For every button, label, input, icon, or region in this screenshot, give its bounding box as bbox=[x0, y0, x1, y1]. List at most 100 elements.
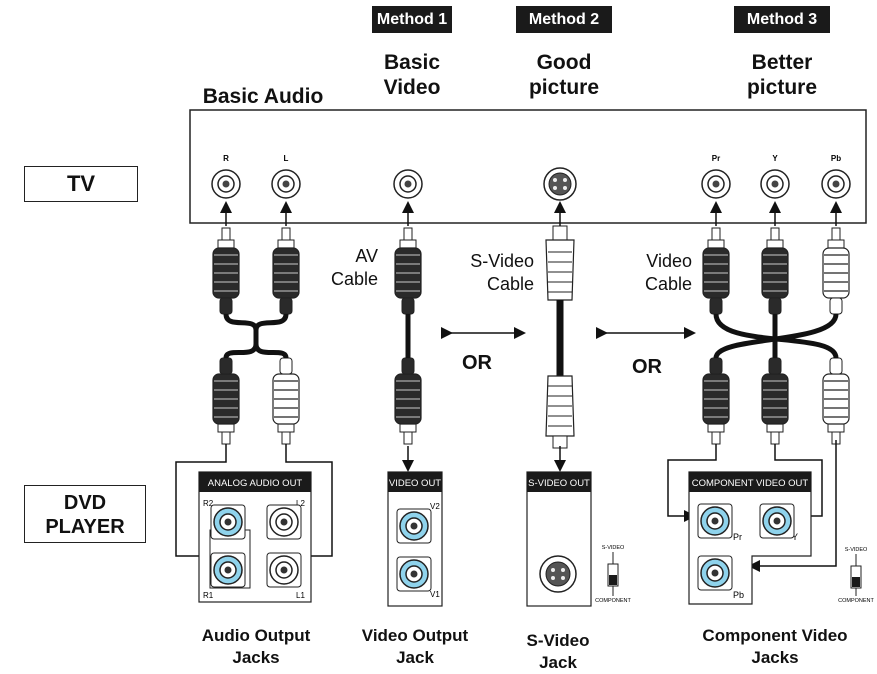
av-cable-line1: AV bbox=[355, 246, 378, 266]
analog-label-r1: R1 bbox=[203, 591, 214, 600]
plug-comp-pr-top bbox=[702, 227, 730, 315]
switch-1-top-label: S-VIDEO bbox=[602, 545, 625, 551]
tv-jack-label-pr: Pr bbox=[712, 154, 720, 163]
or-label-1: OR bbox=[462, 352, 492, 374]
dvd-jack-pr bbox=[697, 503, 733, 539]
component-connector-line-y bbox=[774, 444, 823, 522]
dvd-jack-v2 bbox=[396, 508, 432, 544]
component-label-y: Y bbox=[792, 532, 798, 542]
switch-2-bottom-label: COMPONENT bbox=[838, 598, 874, 604]
method-1-line2: Video bbox=[383, 76, 441, 99]
video-label-v1: V1 bbox=[430, 590, 440, 599]
dvd-jack-r2 bbox=[210, 504, 246, 540]
method-1-tag: Method 1 bbox=[372, 6, 452, 33]
audio-caption-line2: Jacks bbox=[232, 648, 280, 667]
tv-jack-pb bbox=[821, 169, 851, 199]
tv-panel bbox=[189, 109, 867, 224]
method-2-line1: Good bbox=[536, 51, 592, 74]
plug-comp-pr-bottom bbox=[702, 357, 730, 445]
component-caption-line2: Jacks bbox=[751, 648, 799, 667]
component-label-pr: Pr bbox=[733, 532, 742, 542]
av-cable-line2: Cable bbox=[330, 269, 378, 289]
method-1-heading: Basic Video bbox=[362, 50, 462, 100]
dvd-jack-v1 bbox=[396, 556, 432, 592]
svideo-jack-caption: S-Video Jack bbox=[508, 630, 608, 674]
svideo-caption-line2: Jack bbox=[539, 653, 577, 672]
dvd-jack-l1 bbox=[266, 552, 302, 588]
tv-jack-l bbox=[271, 169, 301, 199]
audio-cable-wire-r bbox=[223, 313, 259, 359]
svideo-panel-title: S-VIDEO OUT bbox=[528, 478, 590, 489]
analog-label-l1: L1 bbox=[296, 591, 305, 600]
tv-jack-label-pb: Pb bbox=[831, 154, 841, 163]
tv-jack-label-r: R bbox=[223, 154, 229, 163]
tv-jack-y bbox=[760, 169, 790, 199]
dvd-jack-l2 bbox=[266, 504, 302, 540]
analog-label-r2: R2 bbox=[203, 499, 214, 508]
dvd-label-line2: PLAYER bbox=[45, 516, 125, 538]
method-2-tag: Method 2 bbox=[516, 6, 612, 33]
audio-connector-line-right bbox=[285, 444, 333, 562]
component-connector-line-pr bbox=[667, 444, 717, 522]
tv-jack-label-y: Y bbox=[772, 154, 778, 163]
tv-jack-video bbox=[393, 169, 423, 199]
video-output-jack-caption: Video Output Jack bbox=[350, 625, 480, 669]
plug-audio-r-top bbox=[212, 227, 240, 315]
method-3-tag: Method 3 bbox=[734, 6, 830, 33]
plug-audio-r-bottom bbox=[212, 357, 240, 445]
tv-label-box: TV bbox=[24, 166, 138, 202]
svideo-cable-line1: S-Video bbox=[470, 251, 534, 271]
method-2-line2: picture bbox=[528, 76, 599, 99]
video-caption-line1: Video Output bbox=[361, 626, 469, 645]
method-3-line2: picture bbox=[746, 76, 817, 99]
video-panel-title: VIDEO OUT bbox=[389, 478, 441, 489]
plug-video-top bbox=[394, 227, 422, 315]
tv-label: TV bbox=[66, 171, 96, 196]
dvd-jack-pb bbox=[697, 555, 733, 591]
tv-jack-r bbox=[211, 169, 241, 199]
switch-1-bottom-label: COMPONENT bbox=[595, 598, 631, 604]
audio-connector-line-left bbox=[175, 444, 227, 562]
plug-comp-y-top bbox=[761, 227, 789, 315]
video-label-v2: V2 bbox=[430, 502, 440, 511]
plug-video-bottom bbox=[394, 357, 422, 445]
dvd-player-label-box: DVD PLAYER bbox=[24, 485, 146, 543]
video-cable-line1: Video bbox=[646, 251, 692, 271]
component-panel-title: COMPONENT VIDEO OUT bbox=[692, 478, 809, 489]
plug-audio-l-bottom bbox=[272, 357, 300, 445]
video-cable-line2: Cable bbox=[644, 274, 692, 294]
tv-svideo-jack bbox=[543, 167, 577, 201]
svideo-cable-line2: Cable bbox=[486, 274, 534, 294]
plug-comp-y-bottom bbox=[761, 357, 789, 445]
method-2-heading: Good picture bbox=[514, 50, 614, 100]
component-label-pb: Pb bbox=[733, 590, 744, 600]
or-label-2: OR bbox=[632, 356, 662, 378]
analog-panel-title: ANALOG AUDIO OUT bbox=[208, 478, 303, 489]
output-switch-1: S-VIDEO COMPONENT bbox=[595, 545, 631, 604]
audio-caption-line1: Audio Output bbox=[201, 626, 311, 645]
method-3-line1: Better bbox=[751, 51, 813, 74]
basic-audio-heading: Basic Audio bbox=[202, 85, 324, 108]
component-connector-line-pb bbox=[748, 440, 837, 572]
output-switch-2: S-VIDEO COMPONENT bbox=[838, 547, 874, 604]
tv-jack-label-l: L bbox=[284, 154, 289, 163]
svideo-caption-line1: S-Video bbox=[526, 631, 590, 650]
av-cable-label: AV Cable bbox=[328, 245, 378, 291]
dvd-label-line1: DVD bbox=[63, 492, 107, 514]
svideo-cable bbox=[545, 225, 575, 449]
audio-output-jacks-caption: Audio Output Jacks bbox=[186, 625, 326, 669]
plug-audio-l-top bbox=[272, 227, 300, 315]
method-1-line1: Basic bbox=[383, 51, 441, 74]
dvd-svideo-jack bbox=[539, 555, 577, 593]
component-caption-line1: Component Video bbox=[702, 626, 848, 645]
video-cable-label: Video Cable bbox=[630, 250, 692, 296]
audio-cable-wire-l bbox=[253, 313, 289, 359]
method-3-heading: Better picture bbox=[722, 50, 842, 100]
component-video-jacks-caption: Component Video Jacks bbox=[690, 625, 860, 669]
plug-comp-pb-top bbox=[822, 227, 850, 315]
plug-comp-pb-bottom bbox=[822, 357, 850, 445]
switch-2-top-label: S-VIDEO bbox=[845, 547, 868, 553]
analog-label-l2: L2 bbox=[296, 499, 305, 508]
